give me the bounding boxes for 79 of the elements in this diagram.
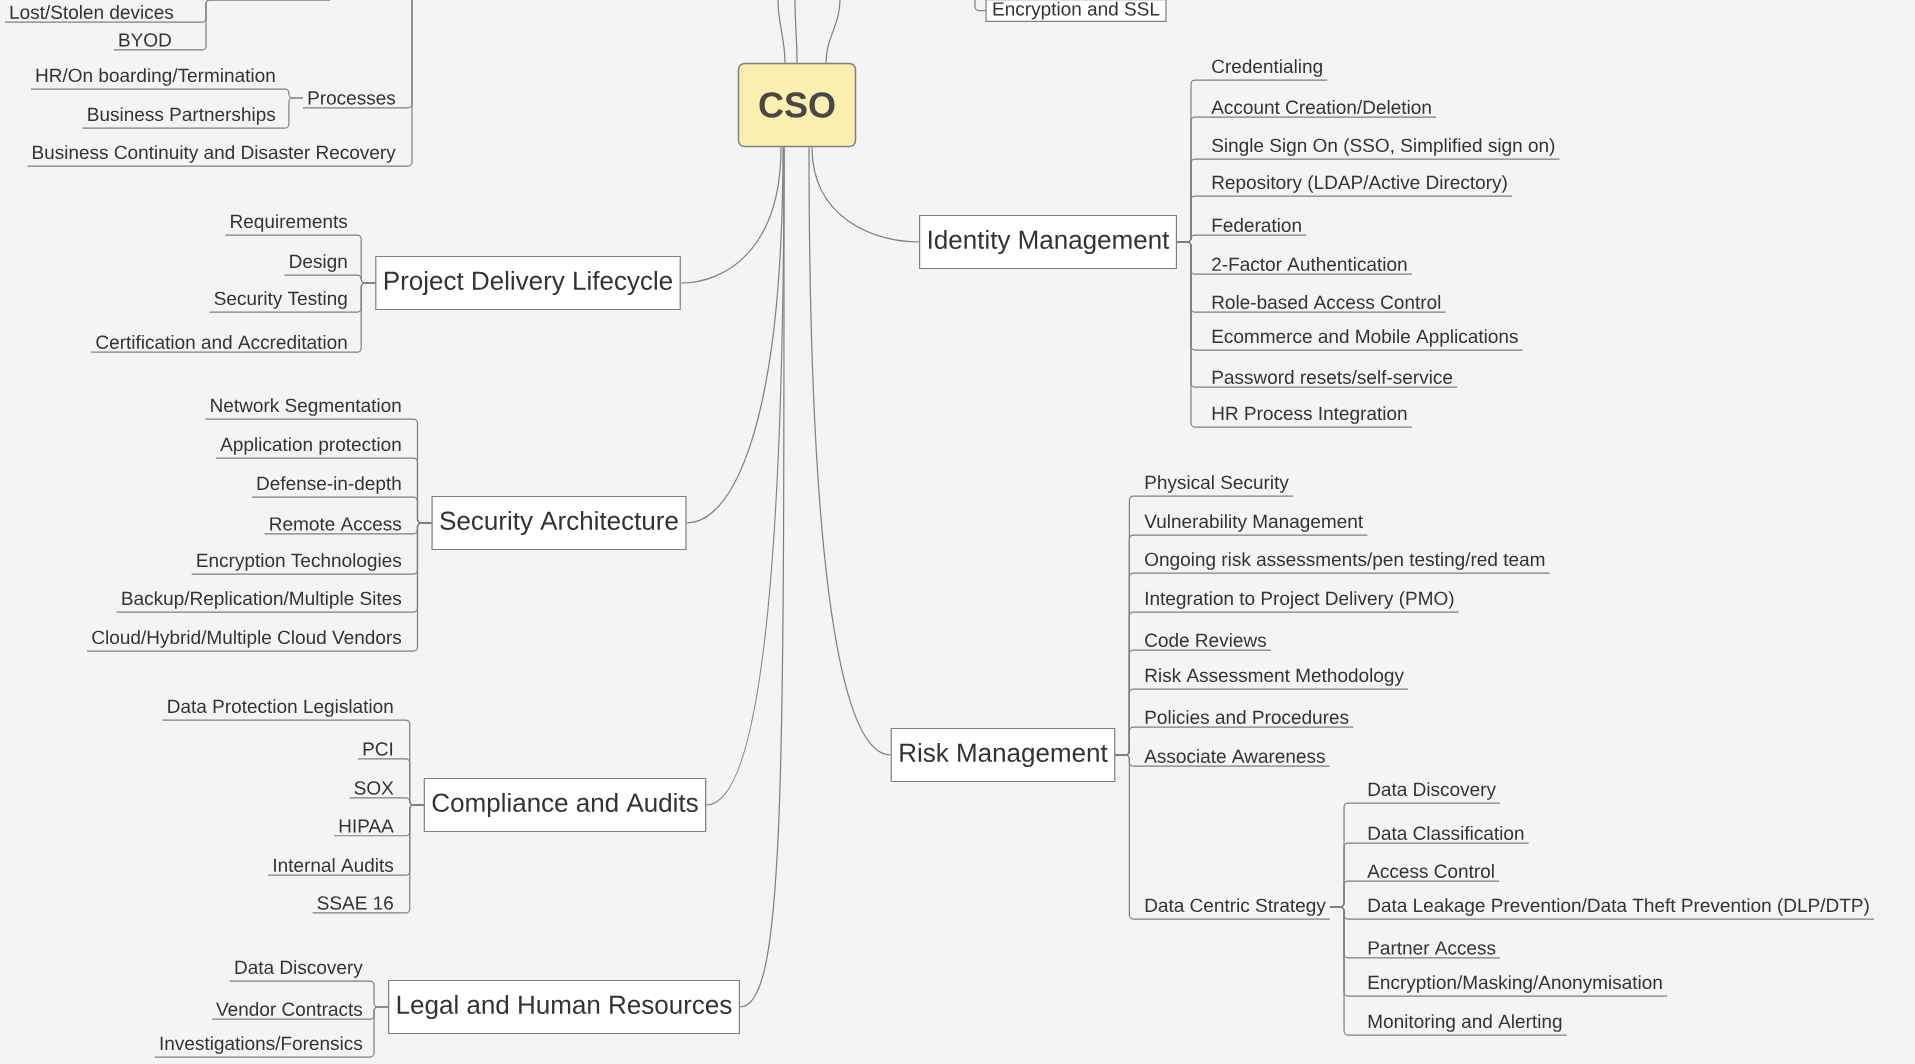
connector-line (825, 0, 841, 64)
connector-line (1329, 906, 1568, 1036)
subtopic-label: Backup/Replication/Multiple Sites (122, 591, 402, 609)
subtopic-label: Network Segmentation (211, 398, 401, 416)
subtopic-label: Policies and Procedures (1145, 710, 1349, 724)
subtopic-label: Cloud/Hybrid/Multiple Cloud Vendors (92, 630, 402, 648)
subtopic-label: Risk Assessment Methodology (1145, 668, 1404, 686)
subtopic-label: Data Discovery (235, 960, 363, 978)
subtopic-label: Access Control (1367, 864, 1494, 878)
central-topic-box: CSO (737, 62, 857, 148)
subtopic-label: Data Discovery (1368, 782, 1496, 800)
subtopic-label: SSAE 16 (317, 896, 393, 910)
topic-box: Project Delivery Lifecycle (375, 255, 681, 311)
connector-line (1114, 754, 1331, 920)
connector-line (794, 0, 798, 64)
subtopic-label: Partner Access (1368, 941, 1496, 955)
subtopic-label: Associate Awareness (1144, 749, 1325, 763)
subtopic-label: Data Protection Legislation (168, 699, 393, 717)
connector-line (680, 146, 782, 284)
subtopic-label: Data Leakage Prevention/Data Theft Prevention (DLP/DTP) (1368, 898, 1869, 916)
subtopic-label: Encryption/Masking/Anonymisation (1368, 975, 1662, 993)
subtopic-label: Ecommerce and Mobile Applications (1212, 329, 1518, 347)
connector-line (739, 146, 785, 1008)
subtopic-label: PCI (363, 742, 393, 756)
subtopic-label: Data Classification (1368, 826, 1524, 840)
connector-line (777, 0, 786, 64)
subtopic-label: HIPAA (339, 819, 394, 833)
subtopic-label: Remote Access (270, 517, 402, 531)
subtopic-label: Ongoing risk assessments/pen testing/red team (1145, 552, 1545, 570)
subtopic-label: Integration to Project Delivery (PMO) (1145, 591, 1454, 609)
connector-line (81, 97, 304, 129)
subtopic-label: Physical Security (1145, 475, 1289, 493)
subtopic-label: Vulnerability Management (1144, 514, 1363, 532)
topic-box: Security Architecture (431, 495, 687, 551)
subtopic-label: Certification and Accreditation (96, 335, 347, 349)
subtopic-label: Lost/Stolen devices (10, 5, 174, 19)
subtopic-label: Password resets/self-service (1212, 370, 1453, 384)
subtopic-label: Business Continuity and Disaster Recovery (33, 145, 396, 163)
topic-box: Legal and Human Resources (388, 979, 740, 1035)
subtopic-label: Requirements (231, 214, 348, 232)
subtopic-label: Data Centric Strategy (1145, 898, 1326, 916)
subtopic-label: Monitoring and Alerting (1368, 1014, 1562, 1032)
subtopic-label: Account Creation/Deletion (1211, 100, 1431, 114)
subtopic-label: Investigations/Forensics (160, 1036, 363, 1054)
connector-line (974, 0, 987, 12)
subtopic-label: Encryption Technologies (197, 553, 402, 571)
topic-box: Risk Management (890, 727, 1116, 783)
connector-line (685, 146, 784, 524)
connector-line (90, 282, 376, 353)
connector-line (26, 0, 413, 167)
connector-line (1176, 241, 1413, 428)
subtopic-label: Processes (308, 91, 396, 105)
subtopic-label: Vendor Contracts (216, 1002, 363, 1016)
subtopic-label: 2-Factor Authentication (1212, 257, 1407, 271)
subtopic-label: HR/On boarding/Termination (36, 68, 275, 86)
connector-line (311, 804, 425, 914)
connector-line (113, 0, 331, 51)
subtopic-label: Internal Audits (274, 858, 394, 872)
subtopic-label: Code Reviews (1145, 633, 1266, 647)
subtopic-label: Business Partnerships (88, 107, 276, 125)
subtopic-label: HR Process Integration (1212, 406, 1407, 424)
subtopic-label: Federation (1212, 218, 1301, 232)
subtopic-label: Credentialing (1212, 59, 1322, 77)
subtopic-label: SOX (354, 781, 394, 795)
subtopic-label: Design (290, 254, 347, 272)
subtopic-label: Security Testing (214, 291, 347, 309)
subtopic-label: Application protection (220, 437, 401, 455)
subtopic-label: Repository (LDAP/Active Directory) (1212, 175, 1507, 193)
connector-line (811, 146, 920, 243)
subtopic-label: Single Sign On (SSO, Simplified sign on) (1212, 138, 1555, 156)
connector-line (86, 522, 433, 652)
subtopic-label: Defense-in-depth (257, 476, 401, 494)
subtopic-label: Role-based Access Control (1212, 295, 1441, 309)
subtopic-label: BYOD (119, 33, 171, 47)
topic-box: Encryption and SSL (985, 0, 1167, 22)
connector-line (154, 1006, 389, 1058)
topic-box: Compliance and Audits (423, 777, 707, 833)
connector-line (808, 146, 892, 756)
topic-box: Identity Management (919, 214, 1177, 270)
